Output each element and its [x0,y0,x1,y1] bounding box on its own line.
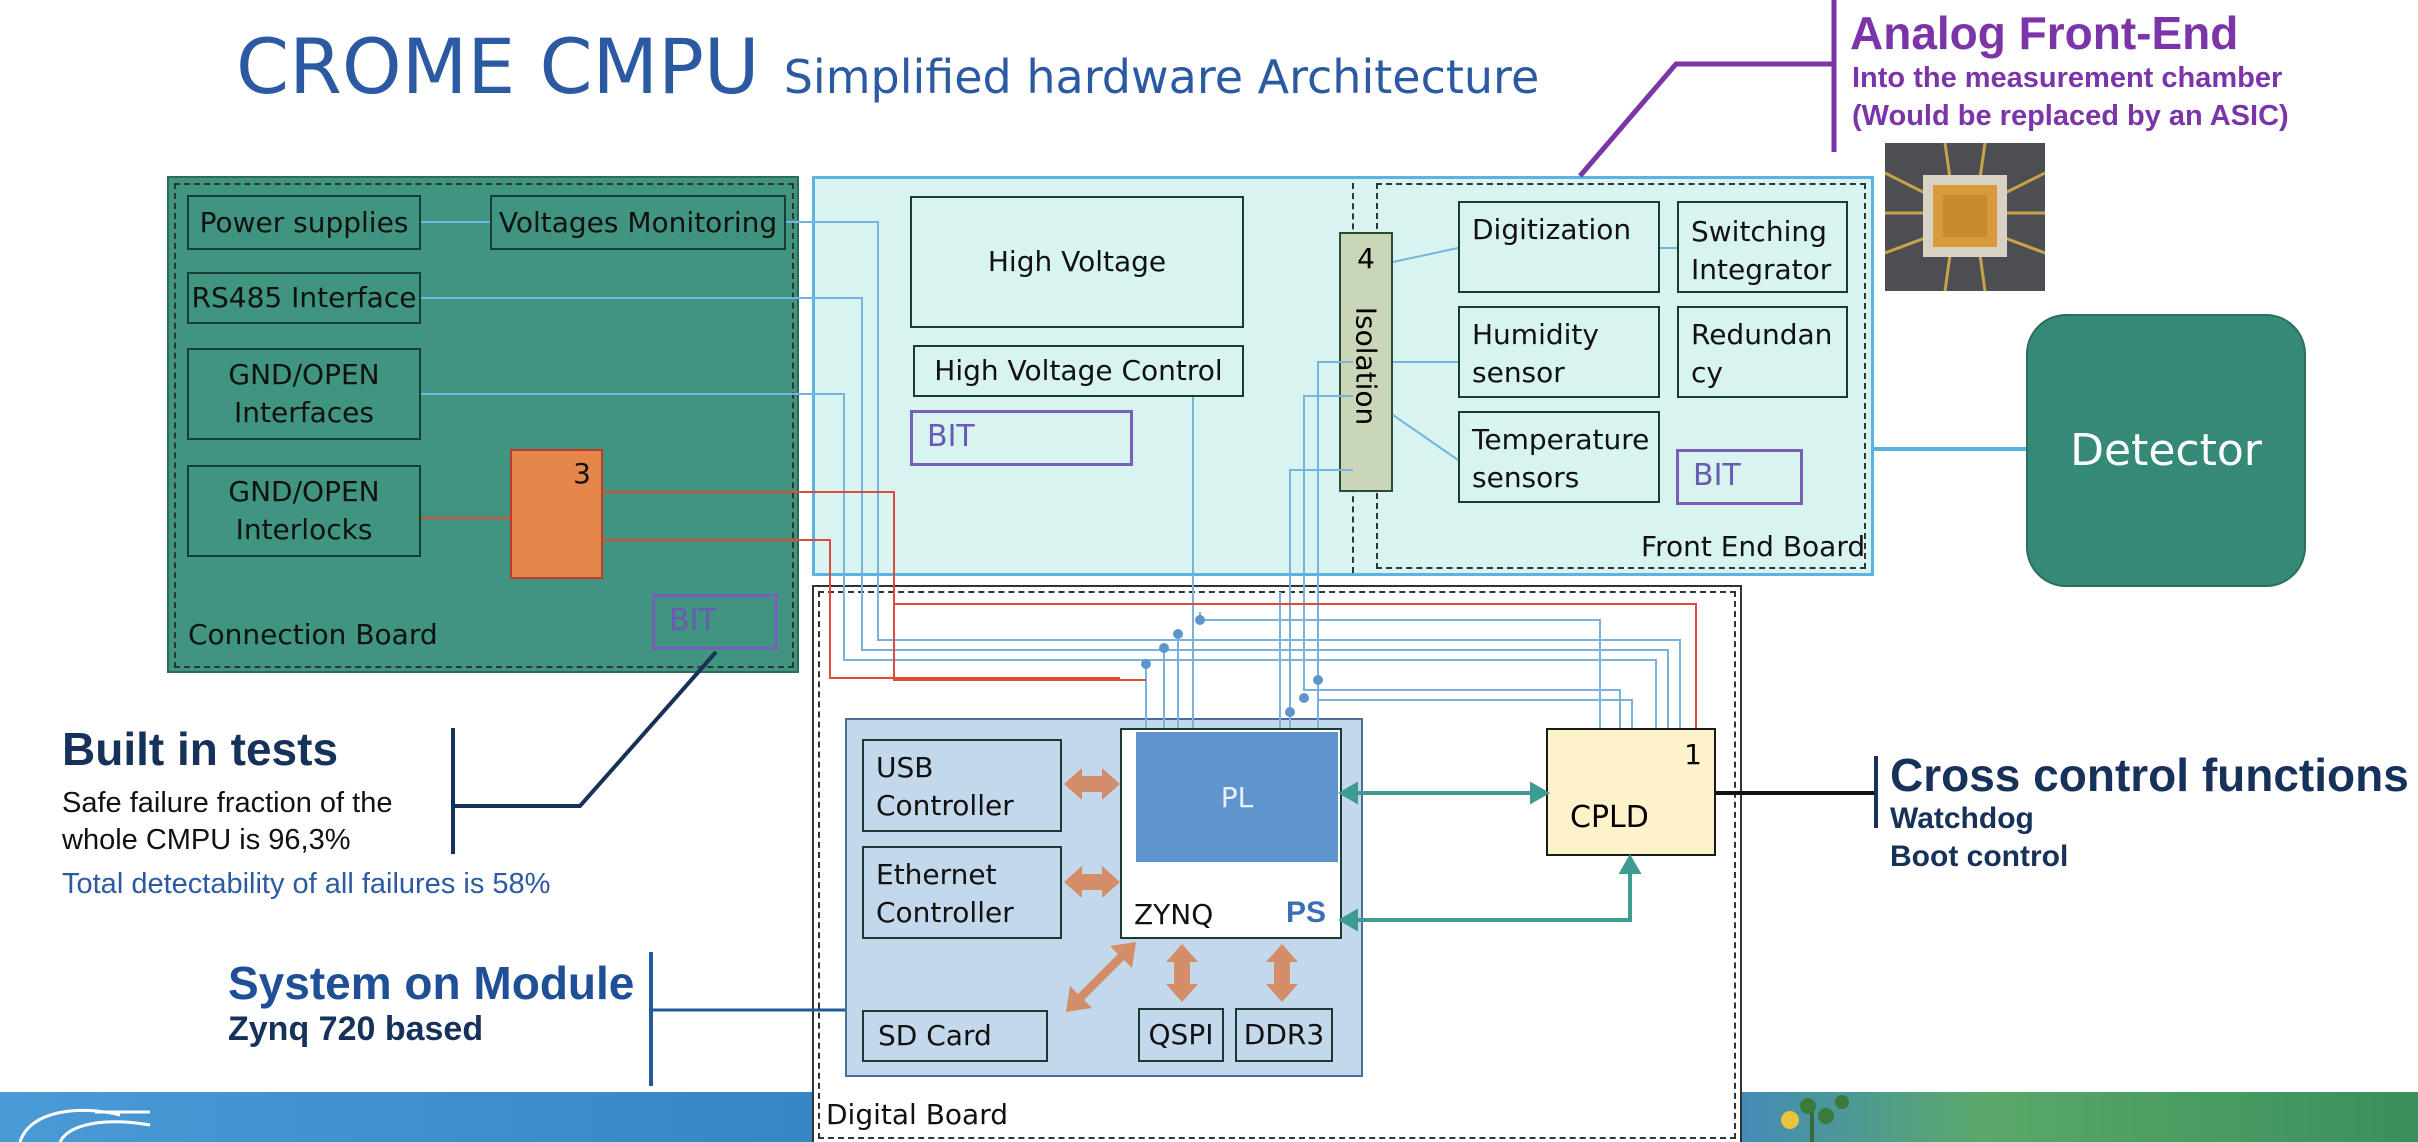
high-voltage-bit: BIT [910,410,1133,466]
redundancy-box: Redundan cy [1677,306,1848,398]
ethernet-controller-line1: Ethernet [876,858,997,891]
built-in-tests-heading: Built in tests [62,723,339,775]
cpld-box: 1 CPLD [1546,728,1716,856]
cross-control-line2: Boot control [1890,840,2069,873]
page-title: CROME CMPU Simplified hardware Architect… [236,22,1539,111]
voltages-monitoring-box: Voltages Monitoring [490,195,786,250]
cpld-label: CPLD [1570,800,1649,835]
built-in-tests-line1: Safe failure fraction of the [62,787,393,819]
cross-control-heading: Cross control functions [1890,749,2409,801]
pl-label: PL [1220,780,1254,814]
pl-block: PL [1136,732,1338,862]
connection-board-bit: BIT [652,594,778,650]
zynq-label: ZYNQ [1134,898,1214,931]
analog-front-end-line1: Into the measurement chamber [1852,62,2283,94]
ps-label: PS [1285,896,1326,929]
temperature-sensors-box: Temperature sensors [1458,411,1660,503]
digital-board-label: Digital Board [826,1098,1008,1131]
gnd-interlocks-line2: Interlocks [235,513,373,546]
gnd-interlocks-line1: GND/OPEN [228,475,380,508]
title-sub: Simplified hardware Architecture [783,50,1540,104]
temperature-sensors-line1: Temperature [1472,423,1650,456]
power-supplies-box: Power supplies [187,195,421,250]
switching-integrator-line1: Switching [1691,215,1827,248]
gnd-open-interlocks-box: GND/OPEN Interlocks [187,465,421,557]
isolation-block: 4 Isolation [1339,232,1393,492]
redundancy-line1: Redundan [1691,318,1833,351]
orange-block-3: 3 [510,449,603,579]
detector-label: Detector [2070,425,2262,476]
detector-box: Detector [2026,314,2306,587]
title-main: CROME CMPU [236,22,760,111]
isolation-label: Isolation [1349,306,1383,426]
zynq-box: PL ZYNQ PS [1120,728,1342,939]
gnd-interfaces-line1: GND/OPEN [228,358,380,391]
isolation-number: 4 [1357,242,1375,275]
front-end-board-label: Front End Board [1641,530,1866,563]
asic-chip-image [1885,143,2045,291]
qspi-box: QSPI [1138,1008,1224,1062]
ethernet-controller-line2: Controller [876,896,1014,929]
redundancy-line2: cy [1691,356,1723,389]
ethernet-controller-box: Ethernet Controller [862,846,1062,939]
analog-front-end-line2: (Would be replaced by an ASIC) [1852,100,2289,132]
ddr3-box: DDR3 [1235,1008,1333,1062]
switching-integrator-box: Switching Integrator [1677,201,1848,293]
humidity-sensor-line2: sensor [1472,356,1565,389]
system-on-module-sub: Zynq 720 based [228,1010,484,1048]
digitization-box: Digitization [1458,201,1660,293]
analog-front-end-heading: Analog Front-End [1850,7,2239,59]
system-on-module-heading: System on Module [228,957,635,1009]
built-in-tests-line2: whole CMPU is 96,3% [62,824,351,856]
high-voltage-control-box: High Voltage Control [913,345,1244,397]
usb-controller-line1: USB [876,751,934,784]
built-in-tests-line3: Total detectability of all failures is 5… [62,868,551,900]
humidity-sensor-box: Humidity sensor [1458,306,1660,398]
orange-block-number: 3 [573,457,591,490]
connection-board-label: Connection Board [188,618,438,651]
cpld-number: 1 [1684,738,1702,771]
switching-integrator-line2: Integrator [1691,253,1832,286]
high-voltage-box: High Voltage [910,196,1244,328]
gnd-open-interfaces-box: GND/OPEN Interfaces [187,348,421,440]
humidity-sensor-line1: Humidity [1472,318,1599,351]
gnd-interfaces-line2: Interfaces [234,396,374,429]
cross-control-line1: Watchdog [1890,802,2034,835]
usb-controller-line2: Controller [876,789,1014,822]
front-end-bit: BIT [1676,449,1803,505]
rs485-interface-box: RS485 Interface [187,272,421,324]
sd-card-box: SD Card [862,1010,1048,1062]
temperature-sensors-line2: sensors [1472,461,1580,494]
usb-controller-box: USB Controller [862,739,1062,832]
